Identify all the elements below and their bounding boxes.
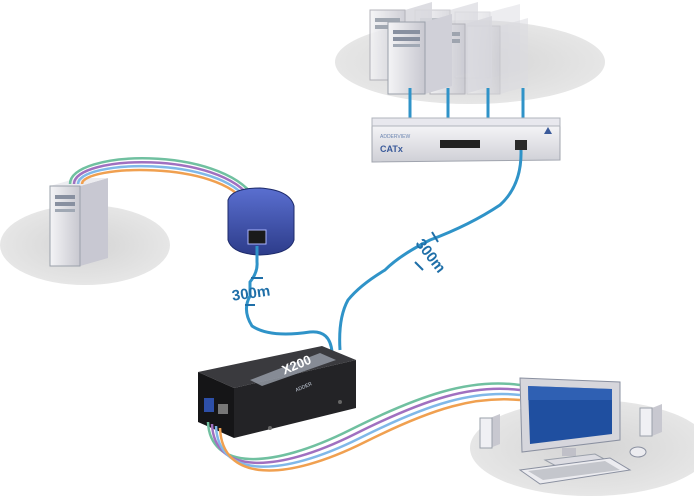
switch-brand-label: CATx xyxy=(380,144,403,154)
left-speaker-icon xyxy=(479,414,500,449)
adapter-rj45-port xyxy=(247,229,267,245)
distance-label-switch: 300m xyxy=(412,236,449,277)
right-speaker-icon xyxy=(639,404,662,437)
adder-logo-icon xyxy=(544,127,552,134)
mouse-icon xyxy=(629,446,647,458)
server-tower-icon xyxy=(387,14,452,95)
x200-user-unit: X200 ADDER xyxy=(198,346,356,438)
unit-vga-port xyxy=(204,398,214,412)
catx-switch: ADDERVIEW CATx xyxy=(371,117,561,163)
distance-tick-icon xyxy=(414,261,424,271)
distance-tick-icon xyxy=(431,231,439,243)
switch-rj45-port xyxy=(515,140,527,150)
svg-text:ADDERVIEW: ADDERVIEW xyxy=(380,134,410,140)
cam-adapter xyxy=(227,187,295,256)
distance-label-receiver: 300m xyxy=(231,283,271,305)
monitor-icon xyxy=(519,377,621,467)
pc-to-adapter-cable xyxy=(68,157,257,205)
server-rack-group xyxy=(369,2,528,95)
keyboard-icon xyxy=(518,457,632,485)
unit-usb-port xyxy=(218,404,228,414)
switch-to-unit-cable xyxy=(338,149,523,351)
server-cables xyxy=(408,88,525,120)
adapter-to-unit-cable xyxy=(245,246,334,353)
unit-to-workstation-cable xyxy=(206,382,521,472)
remote-pc-tower xyxy=(49,178,108,267)
